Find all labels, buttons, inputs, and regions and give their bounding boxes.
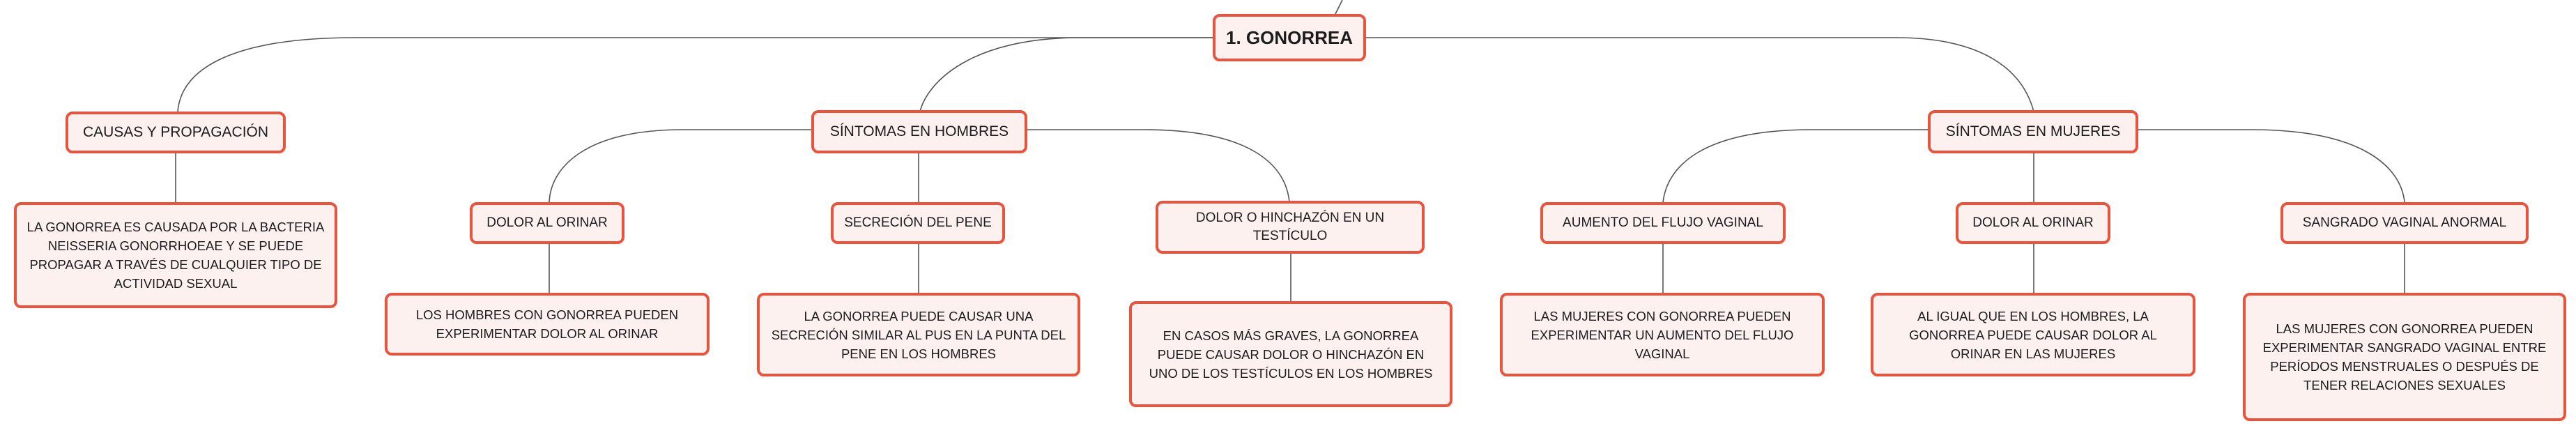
hombres-secrecion-description[interactable]: LA GONORREA PUEDE CAUSAR UNA SECRECIÓN S… [757,293,1080,376]
branch-causas-node[interactable]: CAUSAS Y PROPAGACIÓN [66,112,286,153]
causas-description-node[interactable]: LA GONORREA ES CAUSADA POR LA BACTERIA N… [14,202,337,308]
mujeres-dolor-orinar-node[interactable]: DOLOR AL ORINAR [1956,202,2110,244]
root-node[interactable]: 1. GONORREA [1213,14,1366,61]
hombres-dolor-orinar-description[interactable]: LOS HOMBRES CON GONORREA PUEDEN EXPERIME… [385,293,710,356]
mujeres-flujo-description[interactable]: LAS MUJERES CON GONORREA PUEDEN EXPERIME… [1500,293,1825,376]
mujeres-sangrado-node[interactable]: SANGRADO VAGINAL ANORMAL [2280,202,2529,244]
hombres-dolor-orinar-node[interactable]: DOLOR AL ORINAR [470,202,624,244]
mujeres-flujo-node[interactable]: AUMENTO DEL FLUJO VAGINAL [1540,202,1786,244]
mujeres-sangrado-description[interactable]: LAS MUJERES CON GONORREA PUEDEN EXPERIME… [2243,293,2566,421]
hombres-secrecion-node[interactable]: SECRECIÓN DEL PENE [831,202,1005,244]
hombres-testiculo-node[interactable]: DOLOR O HINCHAZÓN EN UN TESTÍCULO [1156,201,1425,254]
branch-hombres-node[interactable]: SÍNTOMAS EN HOMBRES [811,110,1027,153]
branch-mujeres-node[interactable]: SÍNTOMAS EN MUJERES [1928,110,2138,153]
mujeres-dolor-orinar-description[interactable]: AL IGUAL QUE EN LOS HOMBRES, LA GONORREA… [1871,293,2195,376]
hombres-testiculo-description[interactable]: EN CASOS MÁS GRAVES, LA GONORREA PUEDE C… [1129,301,1452,407]
